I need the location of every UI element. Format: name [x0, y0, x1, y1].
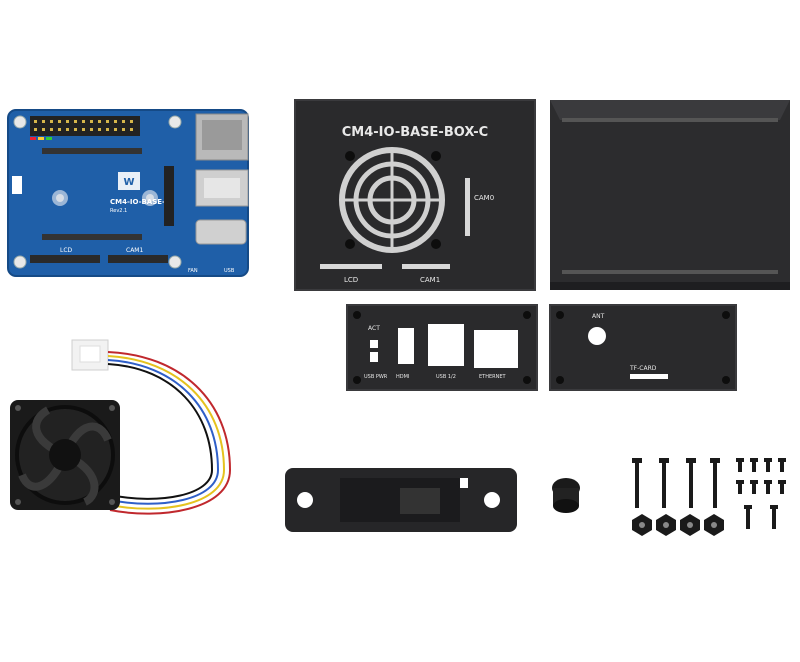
nut-icon	[656, 514, 676, 536]
din-rail-mount-icon	[285, 468, 517, 532]
board-revision-label: Rev2.1	[110, 208, 127, 214]
case-cam0-label: CAM0	[474, 194, 494, 202]
screw-icon	[736, 480, 744, 494]
screw-icon	[632, 458, 642, 508]
circuit-board: W CM4-IO-BASE-C Rev2.1 LCD CAM1 FAN USB	[7, 109, 249, 277]
case-top-shell: CM4-IO-BASE-BOX-C CAM0 LCD CAM1	[294, 99, 536, 291]
screw-icon	[750, 480, 758, 494]
nut-icon	[704, 514, 724, 536]
connector-plug-icon	[71, 339, 109, 371]
long-screws	[632, 458, 720, 508]
small-screws	[736, 458, 786, 529]
screw-icon	[778, 458, 786, 472]
cooling-fan	[10, 339, 232, 515]
case-lcd-label: LCD	[344, 276, 358, 284]
case-title-label: CM4-IO-BASE-BOX-C	[342, 125, 488, 140]
brand-logo: W	[118, 172, 140, 190]
screw-icon	[710, 458, 720, 508]
front-hdmi-label: HDMI	[396, 374, 409, 380]
screw-icon	[736, 458, 744, 472]
screw-icon	[770, 505, 778, 529]
fan-grille-icon	[339, 147, 445, 253]
board-lcd-label: LCD	[60, 247, 73, 254]
back-tf-card-label: TF-CARD	[629, 365, 657, 372]
case-bottom-shell	[550, 100, 790, 290]
case-cam1-label: CAM1	[420, 276, 440, 284]
board-fan-label: FAN	[188, 268, 198, 274]
rubber-grommet-icon	[552, 478, 580, 513]
screw-icon	[764, 458, 772, 472]
screw-icon	[686, 458, 696, 508]
screw-icon	[750, 458, 758, 472]
front-usb12-label: USB 1/2	[436, 374, 456, 380]
board-cam1-label: CAM1	[126, 247, 143, 254]
front-ethernet-label: ETHERNET	[479, 374, 507, 380]
back-panel: ANT TF-CARD	[549, 304, 737, 391]
screw-icon	[744, 505, 752, 529]
front-panel: ACT USB PWR HDMI USB 1/2 ETHERNET	[346, 304, 538, 391]
nut-icon	[680, 514, 700, 536]
svg-text:W: W	[123, 177, 134, 188]
back-ant-label: ANT	[592, 313, 605, 320]
nuts	[632, 514, 724, 536]
nut-icon	[632, 514, 652, 536]
front-act-label: ACT	[368, 325, 380, 332]
screw-icon	[778, 480, 786, 494]
front-usb-pwr-label: USB PWR	[364, 374, 388, 380]
board-usb-label: USB	[224, 268, 235, 274]
board-name-label: CM4-IO-BASE-C	[110, 198, 170, 206]
screw-icon	[764, 480, 772, 494]
screw-icon	[659, 458, 669, 508]
